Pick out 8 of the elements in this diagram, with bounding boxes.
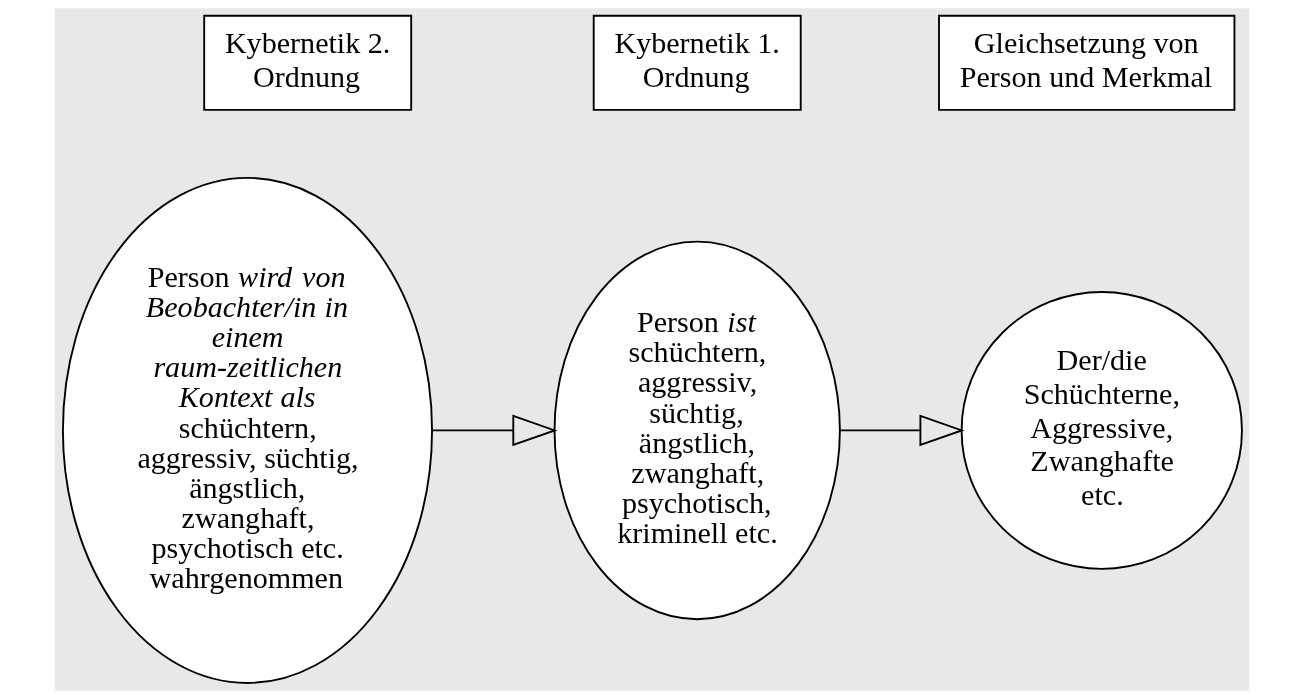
node-ellipse: Person ist schüchtern, aggressiv, süchtig, ängstlich, zwanghaft, psychotisch, kriminell etc. bbox=[553, 240, 841, 621]
arrow bbox=[839, 414, 965, 447]
arrow bbox=[431, 414, 558, 447]
node-box: Kybernetik 2. Ordnung bbox=[203, 14, 413, 111]
node-box: Kybernetik 1. Ordnung bbox=[592, 14, 802, 111]
node-circle: Der/die Schüchterne, Aggressive, Zwanghafte etc. bbox=[960, 291, 1243, 570]
node-box: Gleichsetzung von Person und Merkmal bbox=[938, 14, 1236, 111]
node-ellipse: Person wird von Beobachter/in in einem raum-zeitlichen Kontext als schüchtern, aggressiv, süchtig, ängstlich, zwanghaft, psychotisch etc. wahrgenommen bbox=[62, 176, 433, 684]
